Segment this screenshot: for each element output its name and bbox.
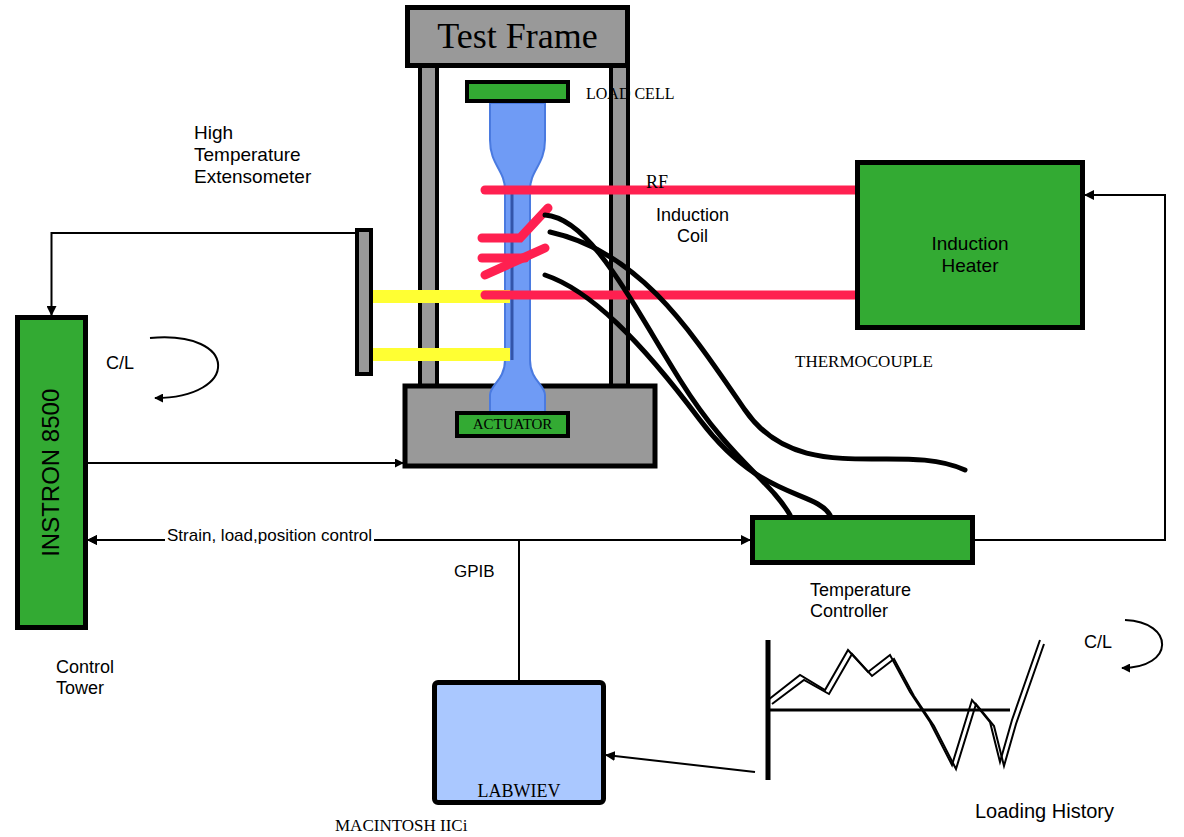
loop-label: C/L bbox=[1084, 632, 1112, 653]
node-label: LOAD CELL bbox=[586, 85, 674, 103]
node-label: MACINTOSH IICi bbox=[335, 816, 467, 836]
frame-column bbox=[611, 66, 628, 388]
node-label: ACTUATOR bbox=[473, 416, 553, 433]
control-tower: INSTRON 8500Control Tower bbox=[15, 315, 88, 630]
control-arrow bbox=[88, 462, 403, 464]
load-cell: LOAD CELL bbox=[465, 80, 570, 103]
connector-arrow bbox=[606, 755, 755, 772]
part-label: THERMOCOUPLE bbox=[795, 352, 933, 372]
connector-arrow bbox=[52, 233, 356, 315]
loading-history: Loading History bbox=[755, 640, 1030, 780]
test-frame-crosshead: Test Frame bbox=[405, 5, 630, 68]
node-label: Test Frame bbox=[437, 16, 597, 57]
extensometer: High Temperature Extensometer bbox=[355, 228, 373, 376]
connector-label: GPIB bbox=[452, 562, 497, 582]
temperature-controller: Temperature Controller bbox=[750, 515, 975, 565]
induction-heater: Induction Heater bbox=[855, 160, 1085, 330]
specimen-gauge bbox=[511, 190, 514, 360]
extensometer-arm bbox=[373, 348, 510, 361]
closed-loop-symbol bbox=[150, 337, 218, 398]
computer: LABWIEVMACINTOSH IICi bbox=[432, 680, 606, 805]
induction-coil bbox=[482, 190, 855, 295]
part-label: RF bbox=[646, 172, 668, 193]
node-label: High Temperature Extensometer bbox=[194, 122, 344, 188]
part-label: Induction Coil bbox=[650, 205, 735, 246]
connector-label: Strain, load,position control bbox=[165, 526, 374, 546]
node-label: INSTRON 8500 bbox=[38, 388, 66, 556]
closed-loop-symbol bbox=[1122, 620, 1162, 668]
node-label: LABWIEV bbox=[437, 781, 601, 802]
node-label: Temperature Controller bbox=[810, 580, 940, 621]
actuator: ACTUATOR bbox=[455, 411, 570, 438]
loading-history-chart bbox=[768, 640, 1044, 780]
frame-column bbox=[420, 66, 437, 388]
node-label: Loading History bbox=[975, 800, 1114, 823]
loop-label: C/L bbox=[106, 353, 134, 374]
node-label: Control Tower bbox=[56, 657, 146, 698]
connector-arrow bbox=[88, 540, 519, 680]
node-label: Induction Heater bbox=[915, 233, 1025, 277]
